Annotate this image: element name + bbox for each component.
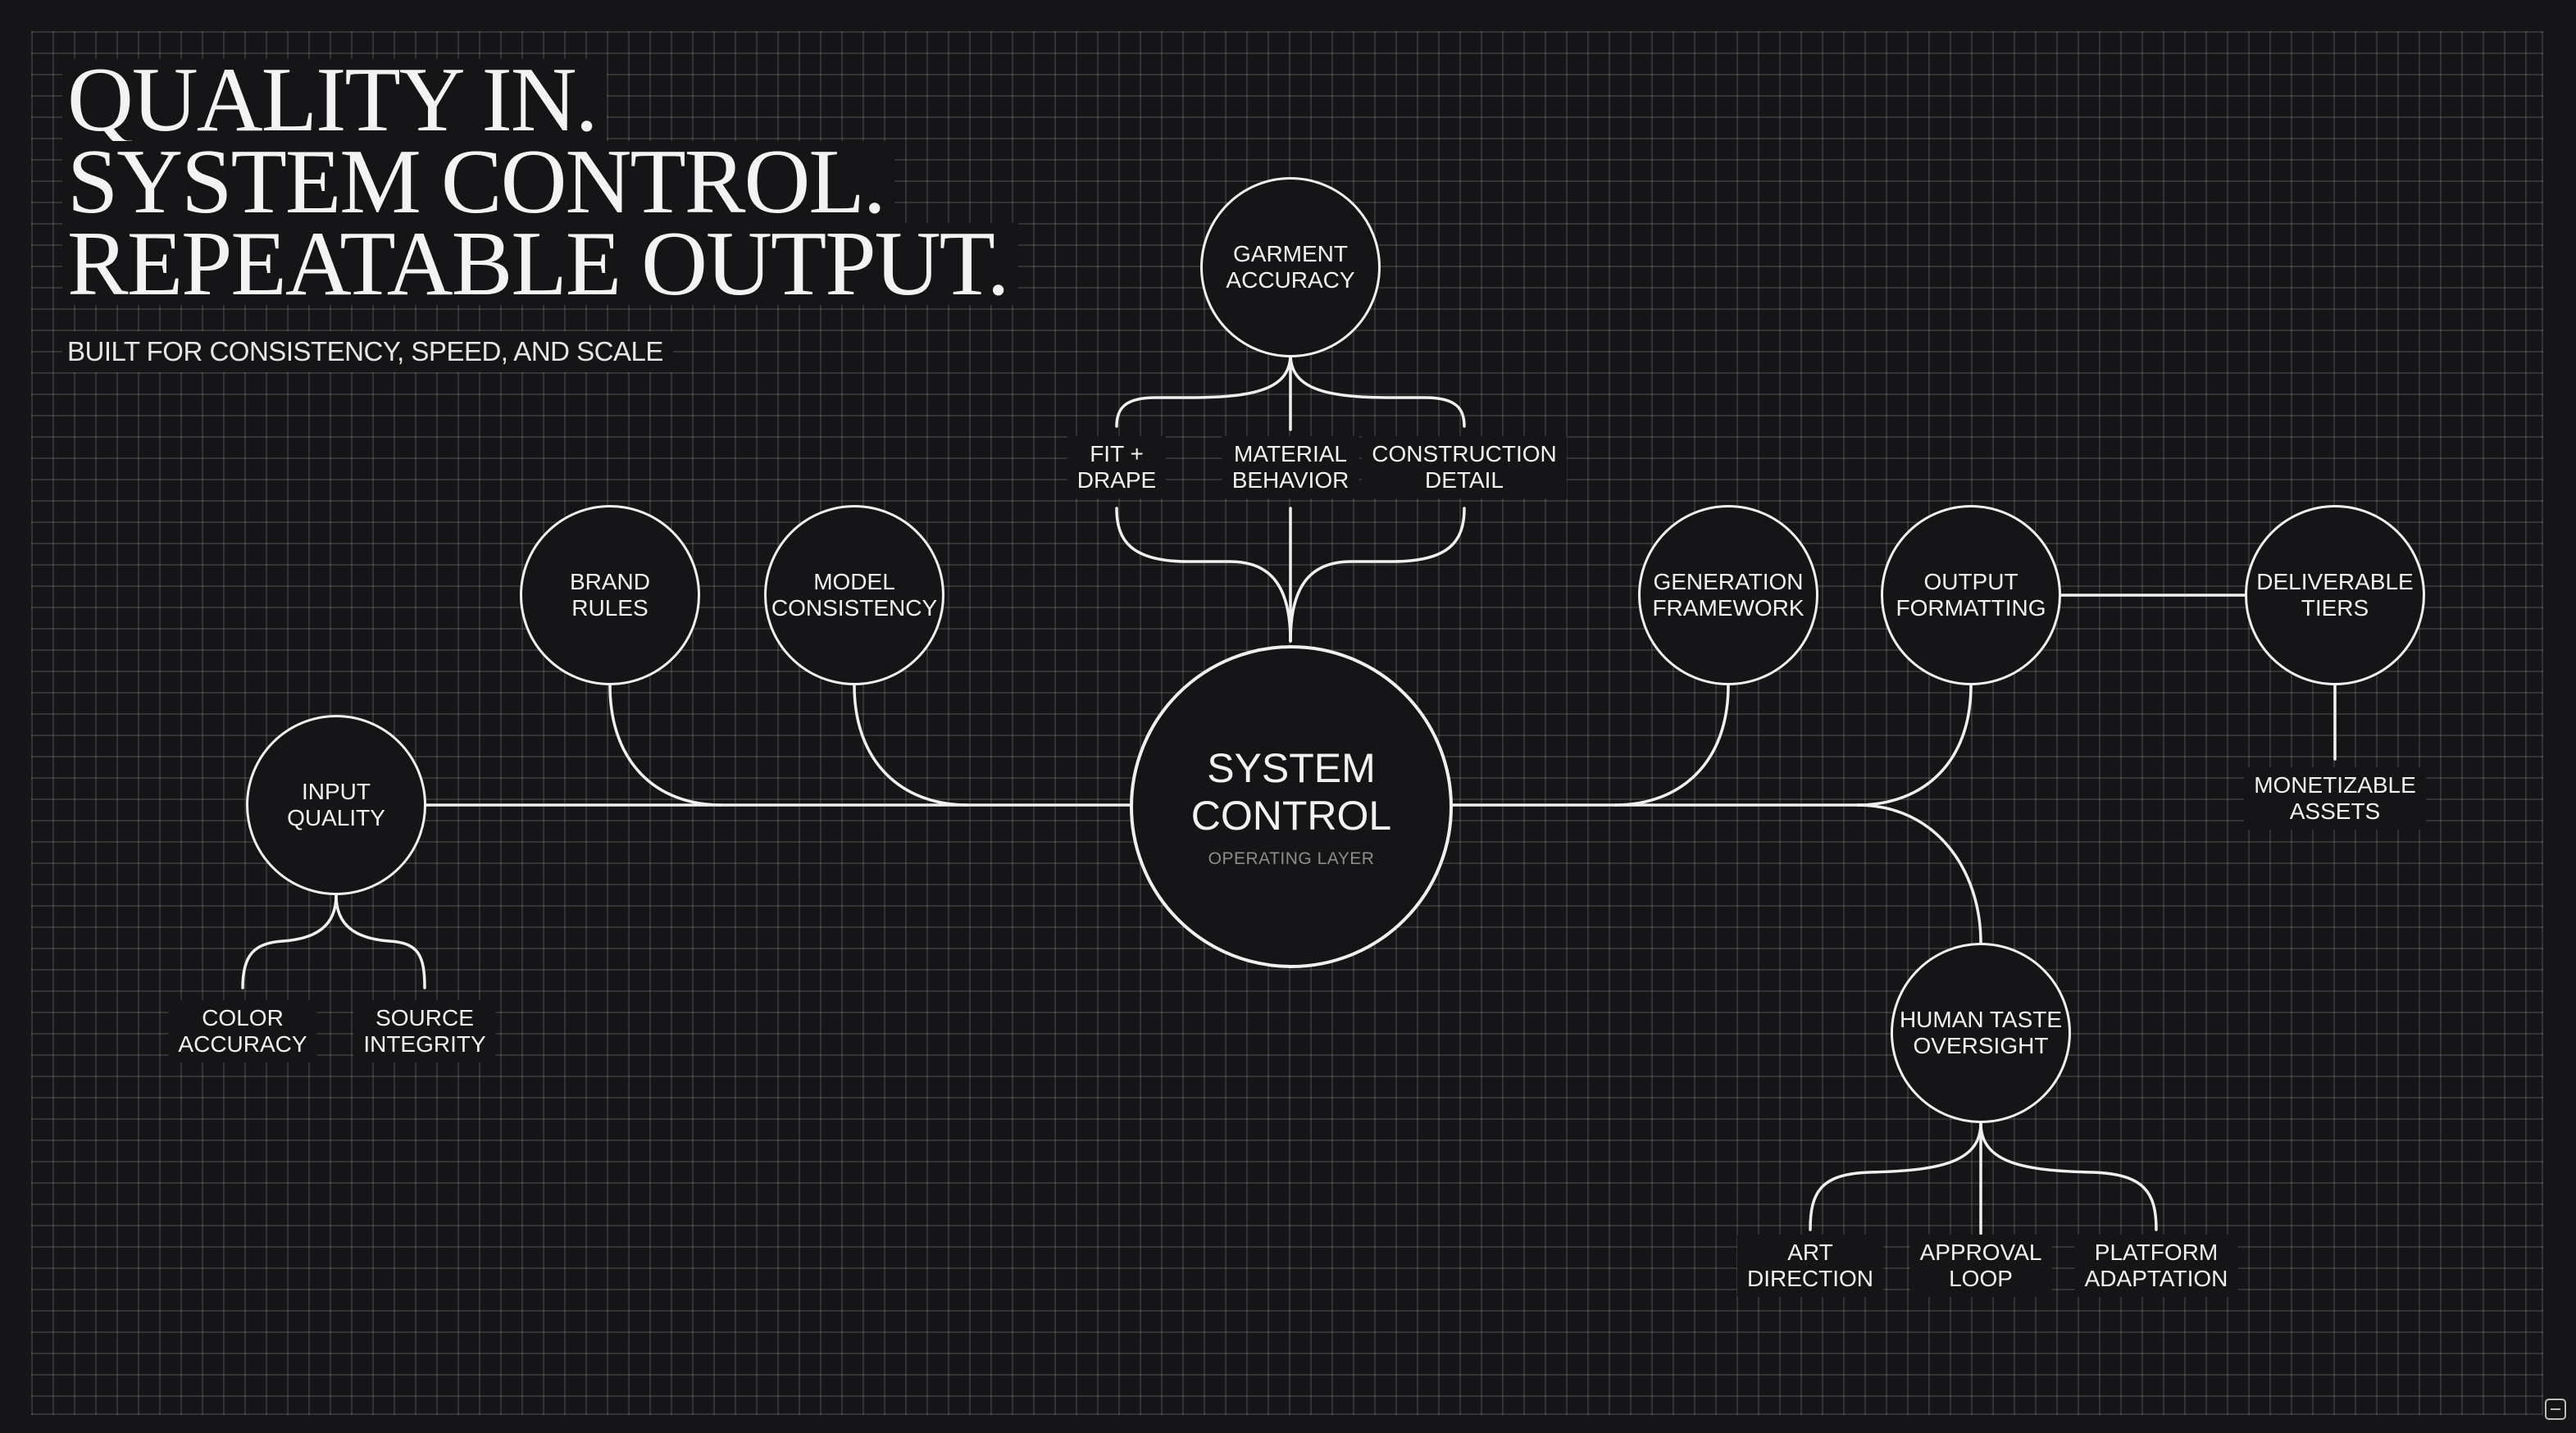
node-garment-accuracy-label: GARMENT ACCURACY	[1226, 241, 1355, 293]
leaf-material-behavior: MATERIAL BEHAVIOR	[1222, 436, 1359, 498]
headline: QUALITY IN. SYSTEM CONTROL. REPEATABLE O…	[62, 54, 1018, 310]
leaf-platform-adaptation: PLATFORM ADAPTATION	[2074, 1235, 2238, 1297]
node-output-formatting-label: OUTPUT FORMATTING	[1896, 569, 2046, 621]
leaf-fit-drape: FIT + DRAPE	[1067, 436, 1167, 498]
link-fit-to-system	[1115, 507, 1292, 643]
node-garment-accuracy: GARMENT ACCURACY	[1200, 177, 1381, 357]
link-input-to-source	[335, 894, 426, 989]
link-brand-rules	[608, 684, 723, 807]
node-generation-framework-label: GENERATION FRAMEWORK	[1652, 569, 1805, 621]
node-model-consistency: MODEL CONSISTENCY	[764, 505, 944, 685]
node-output-formatting: OUTPUT FORMATTING	[1881, 505, 2061, 685]
node-system-control-sublabel: OPERATING LAYER	[1208, 849, 1375, 868]
leaf-source-integrity: SOURCE INTEGRITY	[353, 1000, 496, 1062]
node-human-taste-oversight: HUMAN TASTE OVERSIGHT	[1891, 943, 2071, 1123]
link-human-to-platform	[1979, 1121, 2158, 1231]
node-model-consistency-label: MODEL CONSISTENCY	[771, 569, 938, 621]
headline-line-2: SYSTEM CONTROL.	[62, 136, 894, 228]
node-system-control-label: SYSTEM CONTROL	[1190, 745, 1392, 839]
link-human-taste	[1856, 803, 1982, 944]
link-garment-to-construction	[1289, 353, 1466, 428]
node-brand-rules: BRAND RULES	[520, 505, 700, 685]
node-generation-framework: GENERATION FRAMEWORK	[1638, 505, 1818, 685]
node-input-quality-label: INPUT QUALITY	[287, 779, 385, 830]
leaf-approval-loop: APPROVAL LOOP	[1909, 1235, 2052, 1297]
node-input-quality: INPUT QUALITY	[246, 715, 426, 895]
leaf-art-direction: ART DIRECTION	[1737, 1235, 1883, 1297]
link-model-consistency	[853, 684, 969, 807]
headline-line-1: QUALITY IN.	[62, 54, 607, 146]
link-construction-to-system	[1289, 507, 1466, 643]
leaf-color-accuracy: COLOR ACCURACY	[168, 1000, 317, 1062]
leaf-monetizable-assets: MONETIZABLE ASSETS	[2244, 767, 2426, 830]
link-generation-framework	[1613, 684, 1730, 807]
headline-line-3: REPEATABLE OUTPUT.	[62, 218, 1018, 310]
link-input-to-color	[241, 894, 338, 989]
subheadline: BUILT FOR CONSISTENCY, SPEED, AND SCALE	[62, 331, 673, 372]
link-output-formatting	[1856, 684, 1973, 807]
link-garment-to-fit	[1115, 353, 1292, 428]
node-deliverable-tiers: DELIVERABLE TIERS	[2245, 505, 2425, 685]
node-deliverable-tiers-label: DELIVERABLE TIERS	[2256, 569, 2414, 621]
link-human-to-art	[1809, 1121, 1982, 1231]
node-brand-rules-label: BRAND RULES	[569, 569, 650, 621]
leaf-construction-detail: CONSTRUCTION DETAIL	[1362, 436, 1567, 498]
node-system-control: SYSTEM CONTROL OPERATING LAYER	[1130, 645, 1453, 968]
viewer-corner-icon[interactable]	[2545, 1399, 2566, 1420]
node-human-taste-oversight-label: HUMAN TASTE OVERSIGHT	[1899, 1007, 2063, 1058]
